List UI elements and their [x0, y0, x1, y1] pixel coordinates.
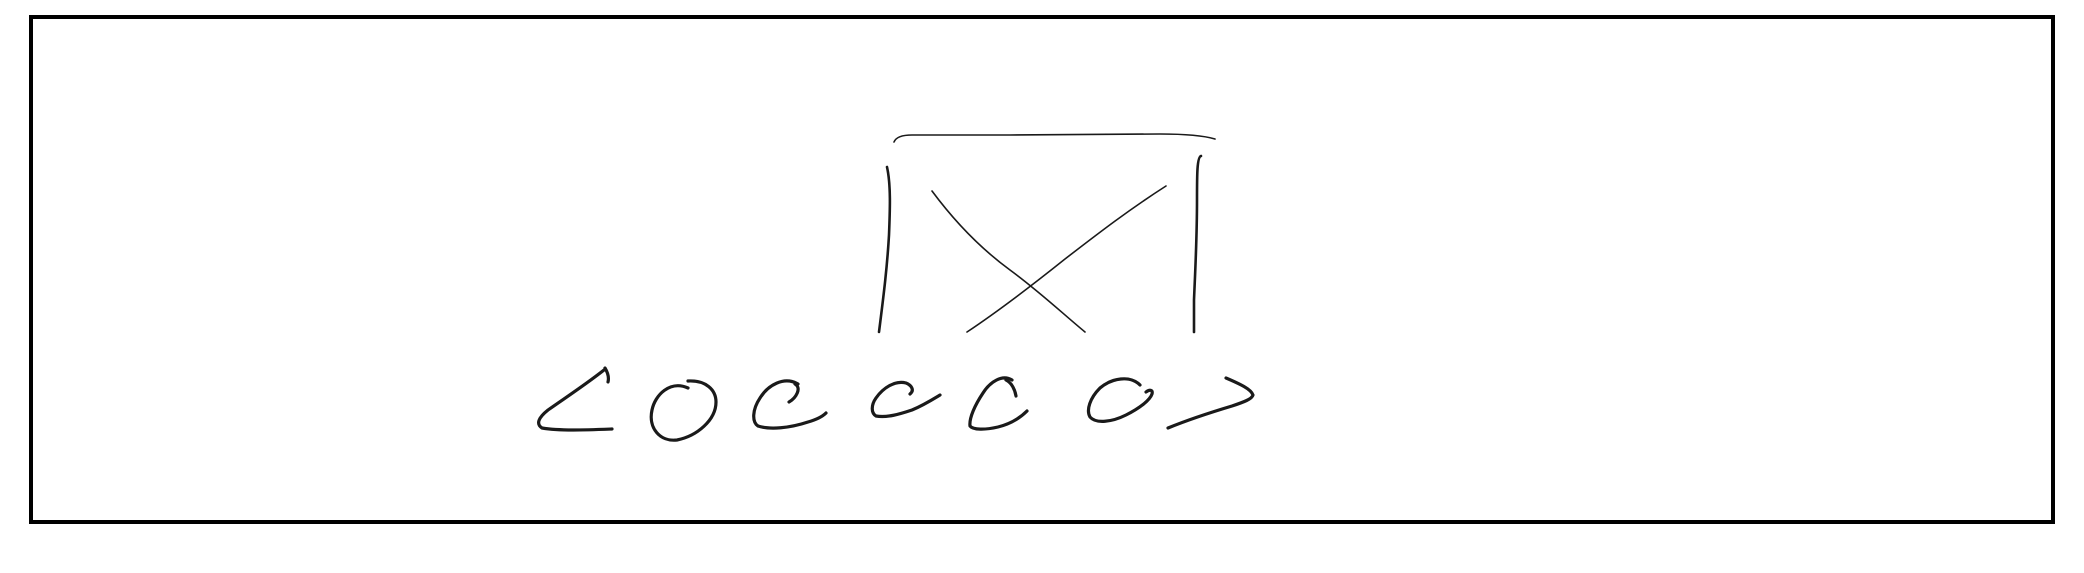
carousel-image-placeholder — [877, 133, 1216, 334]
carousel-indicator-3[interactable] — [870, 380, 942, 419]
outer-frame — [29, 15, 2055, 524]
chevron-right-icon[interactable] — [1166, 376, 1255, 430]
placeholder-diagonal-1 — [931, 190, 1086, 333]
carousel-indicator-5[interactable] — [1086, 377, 1154, 423]
carousel-indicator-4[interactable] — [968, 376, 1029, 431]
placeholder-right-edge — [1192, 154, 1203, 334]
carousel-indicator-1[interactable] — [649, 379, 718, 442]
placeholder-left-edge — [877, 165, 892, 334]
carousel-controls — [537, 366, 1255, 442]
chevron-left-icon[interactable] — [537, 366, 614, 432]
placeholder-diagonal-2 — [966, 185, 1167, 333]
placeholder-top-edge — [893, 133, 1216, 143]
carousel-indicator-2[interactable] — [752, 379, 828, 430]
